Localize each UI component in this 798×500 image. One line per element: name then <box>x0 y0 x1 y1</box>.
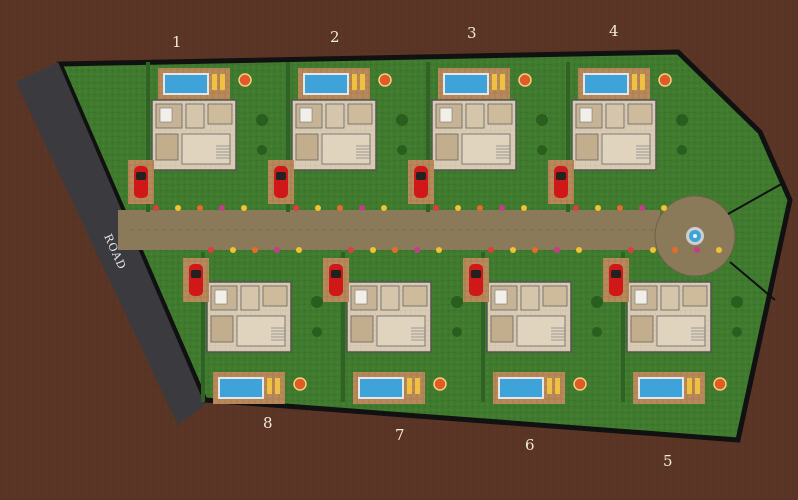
car-icon <box>609 264 623 296</box>
flower-bed-icon <box>488 247 582 253</box>
plot-number-1: 1 <box>172 33 182 51</box>
flower-bed-icon <box>348 247 442 253</box>
plot-4 <box>548 62 688 212</box>
plot-number-2: 2 <box>330 28 340 46</box>
pool-icon <box>303 73 349 95</box>
tree-icon <box>256 114 268 155</box>
car-icon <box>329 264 343 296</box>
car-icon <box>134 166 148 198</box>
plot-number-5: 5 <box>663 452 673 470</box>
tree-icon <box>731 296 743 337</box>
car-icon <box>414 166 428 198</box>
plot-number-3: 3 <box>467 24 477 42</box>
plot-number-8: 8 <box>263 414 273 432</box>
flower-bed-icon <box>153 205 247 211</box>
plot-3 <box>408 62 548 212</box>
plot-7 <box>323 247 463 404</box>
house-floorplan <box>431 99 517 171</box>
plot-number-4: 4 <box>609 22 619 40</box>
pool-icon <box>163 73 209 95</box>
plot-5 <box>603 247 743 404</box>
plot-number-6: 6 <box>525 436 535 454</box>
tree-icon <box>451 296 463 337</box>
pool-icon <box>443 73 489 95</box>
house-floorplan <box>486 281 572 353</box>
car-icon <box>469 264 483 296</box>
tree-icon <box>591 296 603 337</box>
pool-icon <box>638 377 684 399</box>
tree-icon <box>676 114 688 155</box>
north-plots <box>128 62 688 212</box>
house-floorplan <box>626 281 712 353</box>
house-floorplan <box>346 281 432 353</box>
plot-2 <box>268 62 408 212</box>
house-floorplan <box>291 99 377 171</box>
south-plots <box>183 247 743 404</box>
flower-bed-icon <box>293 205 387 211</box>
pool-icon <box>583 73 629 95</box>
flower-bed-icon <box>208 247 302 253</box>
plot-8 <box>183 247 323 404</box>
fountain-icon <box>686 227 704 245</box>
pool-icon <box>218 377 264 399</box>
tree-icon <box>396 114 408 155</box>
main-road <box>16 62 205 425</box>
tree-icon <box>311 296 323 337</box>
flower-bed-icon <box>628 247 722 253</box>
tree-icon <box>536 114 548 155</box>
plot-number-7: 7 <box>395 426 405 444</box>
house-floorplan <box>206 281 292 353</box>
flower-bed-icon <box>573 205 667 211</box>
car-icon <box>554 166 568 198</box>
house-floorplan <box>151 99 237 171</box>
plot-6 <box>463 247 603 404</box>
car-icon <box>189 264 203 296</box>
plot-1 <box>128 62 268 212</box>
car-icon <box>274 166 288 198</box>
pool-icon <box>498 377 544 399</box>
pool-icon <box>358 377 404 399</box>
house-floorplan <box>571 99 657 171</box>
flower-bed-icon <box>433 205 527 211</box>
